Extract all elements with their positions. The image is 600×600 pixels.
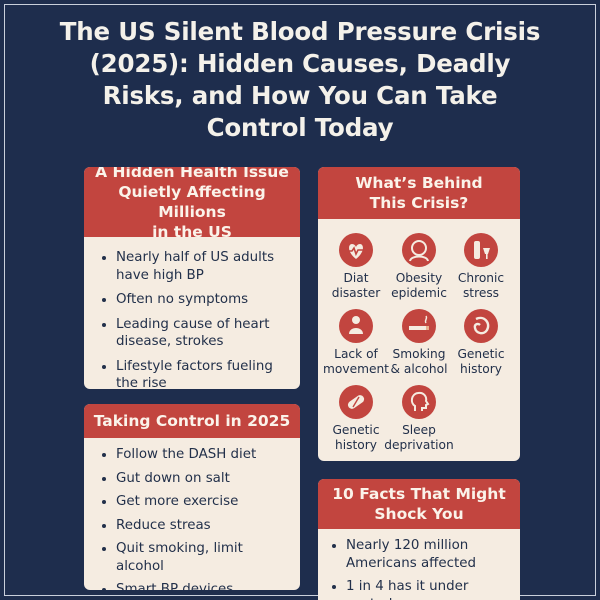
cause-item: Sleep deprivation xyxy=(380,385,458,453)
list-item: Nearly half of US adults have high BP xyxy=(100,249,290,284)
bottle-glass-icon xyxy=(464,233,498,267)
cause-label: history xyxy=(460,362,502,376)
fetus-icon xyxy=(464,309,498,343)
cause-item: Genetic history xyxy=(318,385,395,453)
pill-icon xyxy=(339,385,373,419)
heading-line: What’s Behind xyxy=(355,174,483,192)
whats-behind-card: What’s Behind This Crisis? Diat disaster… xyxy=(318,167,520,461)
cause-label: Obesity xyxy=(395,271,443,285)
heading-line: Taking Control in 2025 xyxy=(93,412,291,430)
taking-control-card: Taking Control in 2025 Follow the DASH d… xyxy=(84,404,300,590)
facts-list: Nearly 120 million Americans affected 1 … xyxy=(318,529,520,600)
cause-label: Lack of xyxy=(334,347,378,361)
title-line: Risks, and How You Can Take xyxy=(102,81,498,110)
list-item: Reduce streas xyxy=(100,517,290,535)
cause-label: Smoking xyxy=(392,347,446,361)
title-line: Control Today xyxy=(206,113,394,142)
cause-label: movement xyxy=(323,362,389,376)
cause-label: & alcohol xyxy=(390,362,448,376)
facts-heading: 10 Facts That Might Shock You xyxy=(318,479,520,529)
cause-label: Chronic xyxy=(457,271,505,285)
cause-item: Smoking & alcohol xyxy=(380,309,458,377)
cause-label: disaster xyxy=(331,286,381,300)
cause-label: history xyxy=(335,438,377,452)
heading-line: This Crisis? xyxy=(369,194,469,212)
cigarette-icon xyxy=(402,309,436,343)
cause-label: epidemic xyxy=(391,286,447,300)
heading-line: Shock You xyxy=(374,505,464,523)
list-item: Nearly 120 million Americans affected xyxy=(330,537,510,572)
cause-label: Genetic xyxy=(332,423,380,437)
heart-pulse-icon xyxy=(339,233,373,267)
cause-label: Diat xyxy=(343,271,369,285)
heading-line: A Hidden Health Issue xyxy=(95,167,289,181)
sitting-person-icon xyxy=(339,309,373,343)
cause-label: deprivation xyxy=(384,438,454,452)
facts-card: 10 Facts That Might Shock You Nearly 120… xyxy=(318,479,520,600)
list-item: Smart BP devices, telehealth xyxy=(100,581,290,590)
head-profile-icon xyxy=(402,385,436,419)
heading-line: 10 Facts That Might xyxy=(332,485,506,503)
list-item: Often no symptoms xyxy=(100,291,290,309)
list-item: Quit smoking, limit alcohol xyxy=(100,540,290,575)
cause-item: Obesity epidemic xyxy=(380,233,458,301)
cause-item: Chronic stress xyxy=(442,233,520,301)
list-item: Gut down on salt xyxy=(100,470,290,488)
taking-control-list: Follow the DASH diet Gut down on salt Ge… xyxy=(84,438,300,590)
whats-behind-heading: What’s Behind This Crisis? xyxy=(318,167,520,219)
taking-control-heading: Taking Control in 2025 xyxy=(84,404,300,438)
hidden-issue-card: A Hidden Health Issue Quietly Affecting … xyxy=(84,167,300,389)
hidden-issue-list: Nearly half of US adults have high BP Of… xyxy=(84,237,300,389)
title-line: (2025): Hidden Causes, Deadly xyxy=(89,49,511,78)
person-face-icon xyxy=(402,233,436,267)
cause-label: Genetic xyxy=(457,347,505,361)
list-item: Leading cause of heart disease, strokes xyxy=(100,316,290,351)
heading-line: Quietly Affecting Millions xyxy=(118,183,266,221)
hidden-issue-heading: A Hidden Health Issue Quietly Affecting … xyxy=(84,167,300,241)
cause-item: Diat disaster xyxy=(318,233,395,301)
heading-line: in the US xyxy=(152,223,232,241)
page-title: The US Silent Blood Pressure Crisis (202… xyxy=(40,16,560,144)
title-line: The US Silent Blood Pressure Crisis xyxy=(59,17,541,46)
cause-item: Lack of movement xyxy=(318,309,395,377)
list-item: 1 in 4 has it under control xyxy=(330,578,510,600)
list-item: Follow the DASH diet xyxy=(100,446,290,464)
cause-label: Sleep xyxy=(402,423,436,437)
list-item: Get more exercise xyxy=(100,493,290,511)
list-item: Lifestyle factors fueling the rise xyxy=(100,358,290,389)
cause-label: stress xyxy=(462,286,500,300)
cause-item: Genetic history xyxy=(442,309,520,377)
